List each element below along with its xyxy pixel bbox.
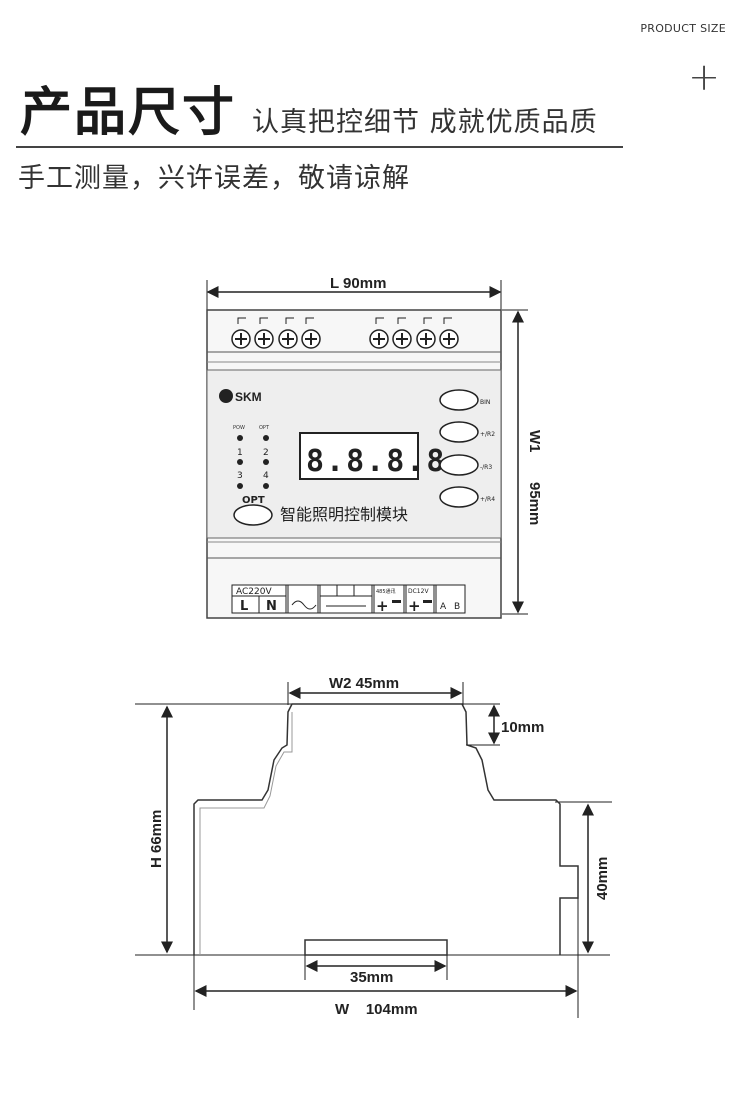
side-button-3[interactable] bbox=[439, 454, 479, 476]
width-label: W 104mm bbox=[335, 1001, 418, 1018]
svg-text:A: A bbox=[440, 602, 447, 612]
svg-text:+/R2: +/R2 bbox=[480, 431, 495, 438]
w2-label: W2 45mm bbox=[329, 675, 399, 692]
plus-icon[interactable]: + bbox=[688, 55, 720, 99]
bottom-terminal-strip: AC220V L N 485通讯 + DC12V + A B bbox=[231, 584, 466, 615]
led-label-opt: OPT bbox=[259, 425, 270, 431]
product-size-label: PRODUCT SIZE bbox=[640, 22, 726, 35]
product-name: 智能照明控制模块 bbox=[280, 505, 408, 524]
svg-text:DC12V: DC12V bbox=[408, 588, 429, 595]
svg-text:+: + bbox=[408, 597, 421, 615]
length-label: L 90mm bbox=[330, 275, 386, 292]
height-label: H 66mm bbox=[148, 810, 165, 868]
slogan: 认真把控细节 成就优质品质 bbox=[252, 107, 598, 138]
din-rail-slot bbox=[304, 939, 448, 956]
svg-text:AC220V: AC220V bbox=[236, 587, 272, 597]
opt-button[interactable] bbox=[233, 504, 273, 526]
subtitle: 手工测量，兴许误差，敬请谅解 bbox=[18, 163, 410, 194]
svg-text:B: B bbox=[454, 602, 460, 612]
opt-label: OPT bbox=[242, 495, 265, 506]
svg-text:L: L bbox=[240, 599, 248, 614]
svg-text:-/R3: -/R3 bbox=[480, 464, 492, 471]
right-height-label: 40mm bbox=[594, 857, 611, 900]
page-title: 产品尺寸 bbox=[20, 83, 237, 143]
brand-logo-icon bbox=[219, 389, 233, 403]
digital-display bbox=[299, 432, 419, 480]
led-label-2: 2 bbox=[263, 448, 269, 458]
side-button-2[interactable] bbox=[439, 421, 479, 443]
svg-text:485通讯: 485通讯 bbox=[376, 588, 396, 595]
side-button-1[interactable] bbox=[439, 389, 479, 411]
led-label-1: 1 bbox=[237, 448, 243, 458]
led-label-4: 4 bbox=[263, 471, 269, 481]
w1-value: 95mm bbox=[526, 482, 543, 525]
top-step-label: 10mm bbox=[501, 719, 544, 736]
module-profile bbox=[193, 703, 579, 955]
svg-text:N: N bbox=[266, 599, 277, 614]
brand-name: SKM bbox=[235, 390, 262, 404]
w1-label: W1 bbox=[526, 430, 543, 453]
status-leds bbox=[237, 435, 269, 489]
led-label-pow: POW bbox=[233, 425, 245, 431]
rail-width-label: 35mm bbox=[350, 969, 393, 986]
side-button-4[interactable] bbox=[439, 486, 479, 508]
svg-text:+/R4: +/R4 bbox=[480, 496, 495, 503]
svg-text:BIN: BIN bbox=[480, 399, 490, 406]
led-label-3: 3 bbox=[237, 471, 243, 481]
svg-text:8.8.8.8.: 8.8.8.8. bbox=[306, 444, 467, 479]
svg-text:+: + bbox=[376, 597, 389, 615]
title-divider bbox=[16, 146, 623, 148]
